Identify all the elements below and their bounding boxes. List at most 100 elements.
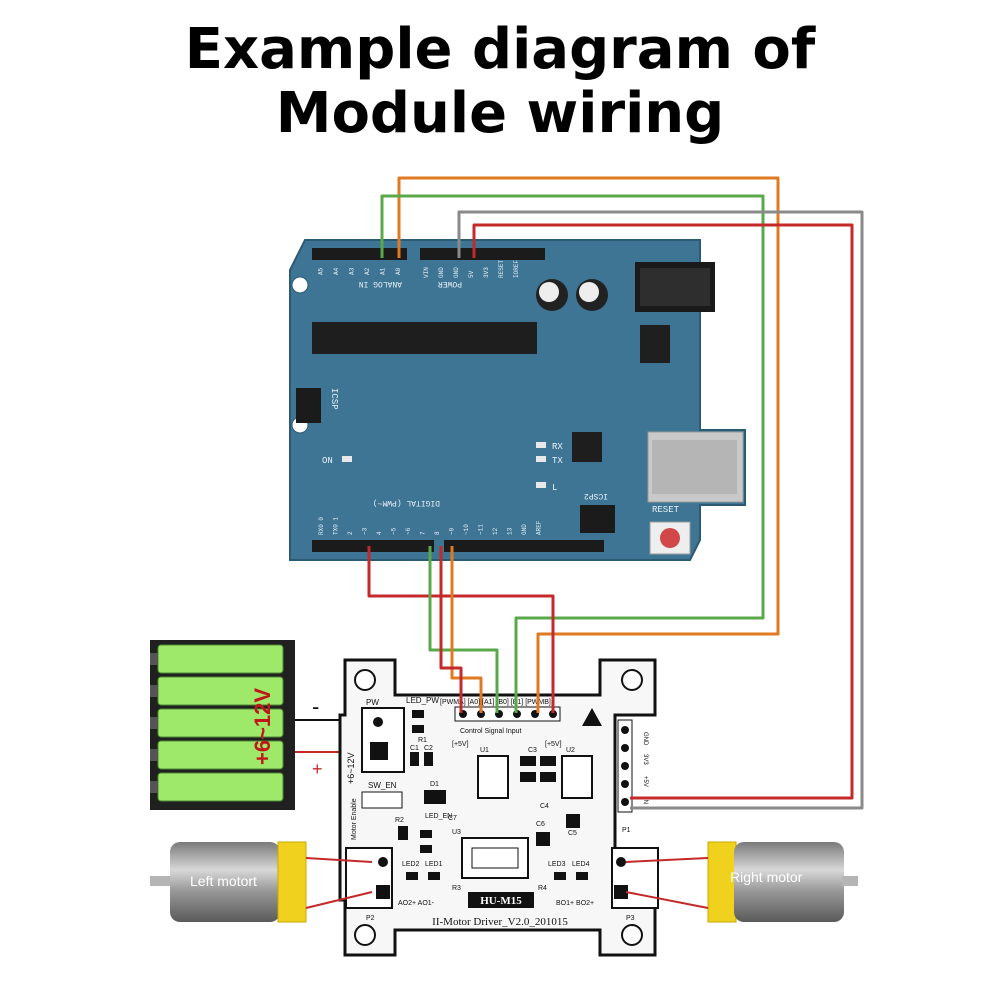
u2-label: U2 [566,747,575,754]
side-pin-label: 3V3 [642,754,648,765]
battery-cell [157,772,284,802]
r2-label: R2 [395,817,404,824]
c1-label: C1 [410,745,419,752]
wire-red-5v [472,223,854,800]
battery-plus-label: + [312,759,323,779]
analog-pin-label: A4 [333,267,340,275]
digital-pin-label: 4 [376,531,383,535]
led3-label: LED3 [548,861,566,868]
r3-label: R3 [452,885,461,892]
r4-label: R4 [538,885,547,892]
title-line-1: Example diagram of [184,17,816,82]
led-pw-label: LED_PW [406,696,439,705]
led4-label: LED4 [572,861,590,868]
wire-green-pin7 [428,546,499,713]
page-title: Example diagram of Module wiring [0,18,1000,146]
side-pin [621,726,629,734]
power-pin-label: 3V3 [483,267,490,278]
digital-pin-label: ~6 [405,527,412,535]
side-pin [621,798,629,806]
digital-pin-label: ~3 [362,527,369,535]
digital-pin-label: AREF [536,520,543,535]
side-pin-label: GND [642,732,648,746]
plus5v-right-label: [+5V] [545,741,562,748]
icsp-label: ICSP [329,388,339,410]
c7-label: C7 [448,815,457,822]
voltage-regulator [640,325,670,363]
battery-cell-terminal [150,781,158,793]
analog-pin-label: A1 [380,267,387,275]
digital-pin-label: ~10 [463,524,470,535]
analog-pin-label: A5 [318,267,325,275]
digital-header-1 [312,540,434,552]
digital-pin-label: 13 [507,527,514,535]
analog-pin-label: A3 [349,267,356,275]
tx-label: TX [552,456,563,466]
led1-label: LED1 [425,861,443,868]
digital-pin-label: 2 [347,531,354,535]
power-pin-label: VIN [423,267,430,278]
c3-label: C3 [528,747,537,754]
power-pin-label: RESET [498,260,505,278]
icsp2-label: ICSP2 [584,491,608,500]
power-pin-label: GND [453,267,460,278]
chip-u2 [561,755,593,799]
p3-label: P3 [626,915,635,922]
atmega-chip [312,322,537,354]
digital-pin-label: RX0 0 [318,517,325,535]
wires [305,176,864,909]
power-pin-label: IOREF [513,260,520,278]
wire-orange-pin9 [450,546,483,713]
right-motor: Right motor [707,841,858,923]
plus5v-left-label: [+5V] [452,741,469,748]
power-pin-label: 5V [468,270,475,278]
right-motor-label: Right motor [730,869,803,885]
wire-orange-a1 [397,176,780,713]
r1-label: R1 [418,737,427,744]
battery-cell [157,644,284,674]
digital-label: DIGITAL (PWM~) [373,498,440,507]
wire-grey-gnd [457,210,864,810]
battery-cell-terminal [150,685,158,697]
motor-driver-module: PW +6~12V LED_PW R1 C1 C2 D1 SW_EN Motor… [338,658,659,957]
u1-label: U1 [480,747,489,754]
bo-pins-label: BO1+ BO2+ [556,900,594,907]
digital-pin-label: TX0 1 [333,517,340,535]
battery-pack: +6~12V - + [150,640,345,810]
digital-pin-label: ~9 [449,527,456,535]
ao-pins-label: AO2+ AO1- [398,900,435,907]
control-pin-header [454,706,561,722]
control-header-label: [PWMA] [A0] [A1] [B0] [B1] [PWMB] [440,699,551,706]
l-label: L [552,483,557,493]
power-pin-label: GND [438,267,445,278]
rx-label: RX [552,442,563,452]
battery-voltage-label: +6~12V [250,688,275,765]
analog-header [312,248,407,260]
c5-label: C5 [568,830,577,837]
digital-pin-label: ~5 [391,527,398,535]
reset-label: RESET [652,505,680,515]
led2-label: LED2 [402,861,420,868]
side-pin [621,744,629,752]
side-pin [621,762,629,770]
wire-red-pin3 [367,546,555,713]
power-label: POWER [438,279,462,288]
analog-in-label: ANALOG IN [359,279,402,288]
module-footer-label: II-Motor Driver_V2.0_201015 [432,916,568,928]
sw-en-label: SW_EN [368,781,397,790]
p1-label: P1 [622,827,631,834]
wire-red-pin10 [439,546,463,713]
left-motor-label: Left motort [190,873,257,889]
c2-label: C2 [424,745,433,752]
p2-label: P2 [366,915,375,922]
title-line-2: Module wiring [275,81,725,146]
control-signal-label: Control Signal Input [460,728,522,735]
d1-label: D1 [430,781,439,788]
pw-label: PW [366,698,379,707]
icsp-header [296,388,321,423]
on-label: ON [322,456,333,466]
c6-label: C6 [536,821,545,828]
analog-pin-label: A2 [364,267,371,275]
